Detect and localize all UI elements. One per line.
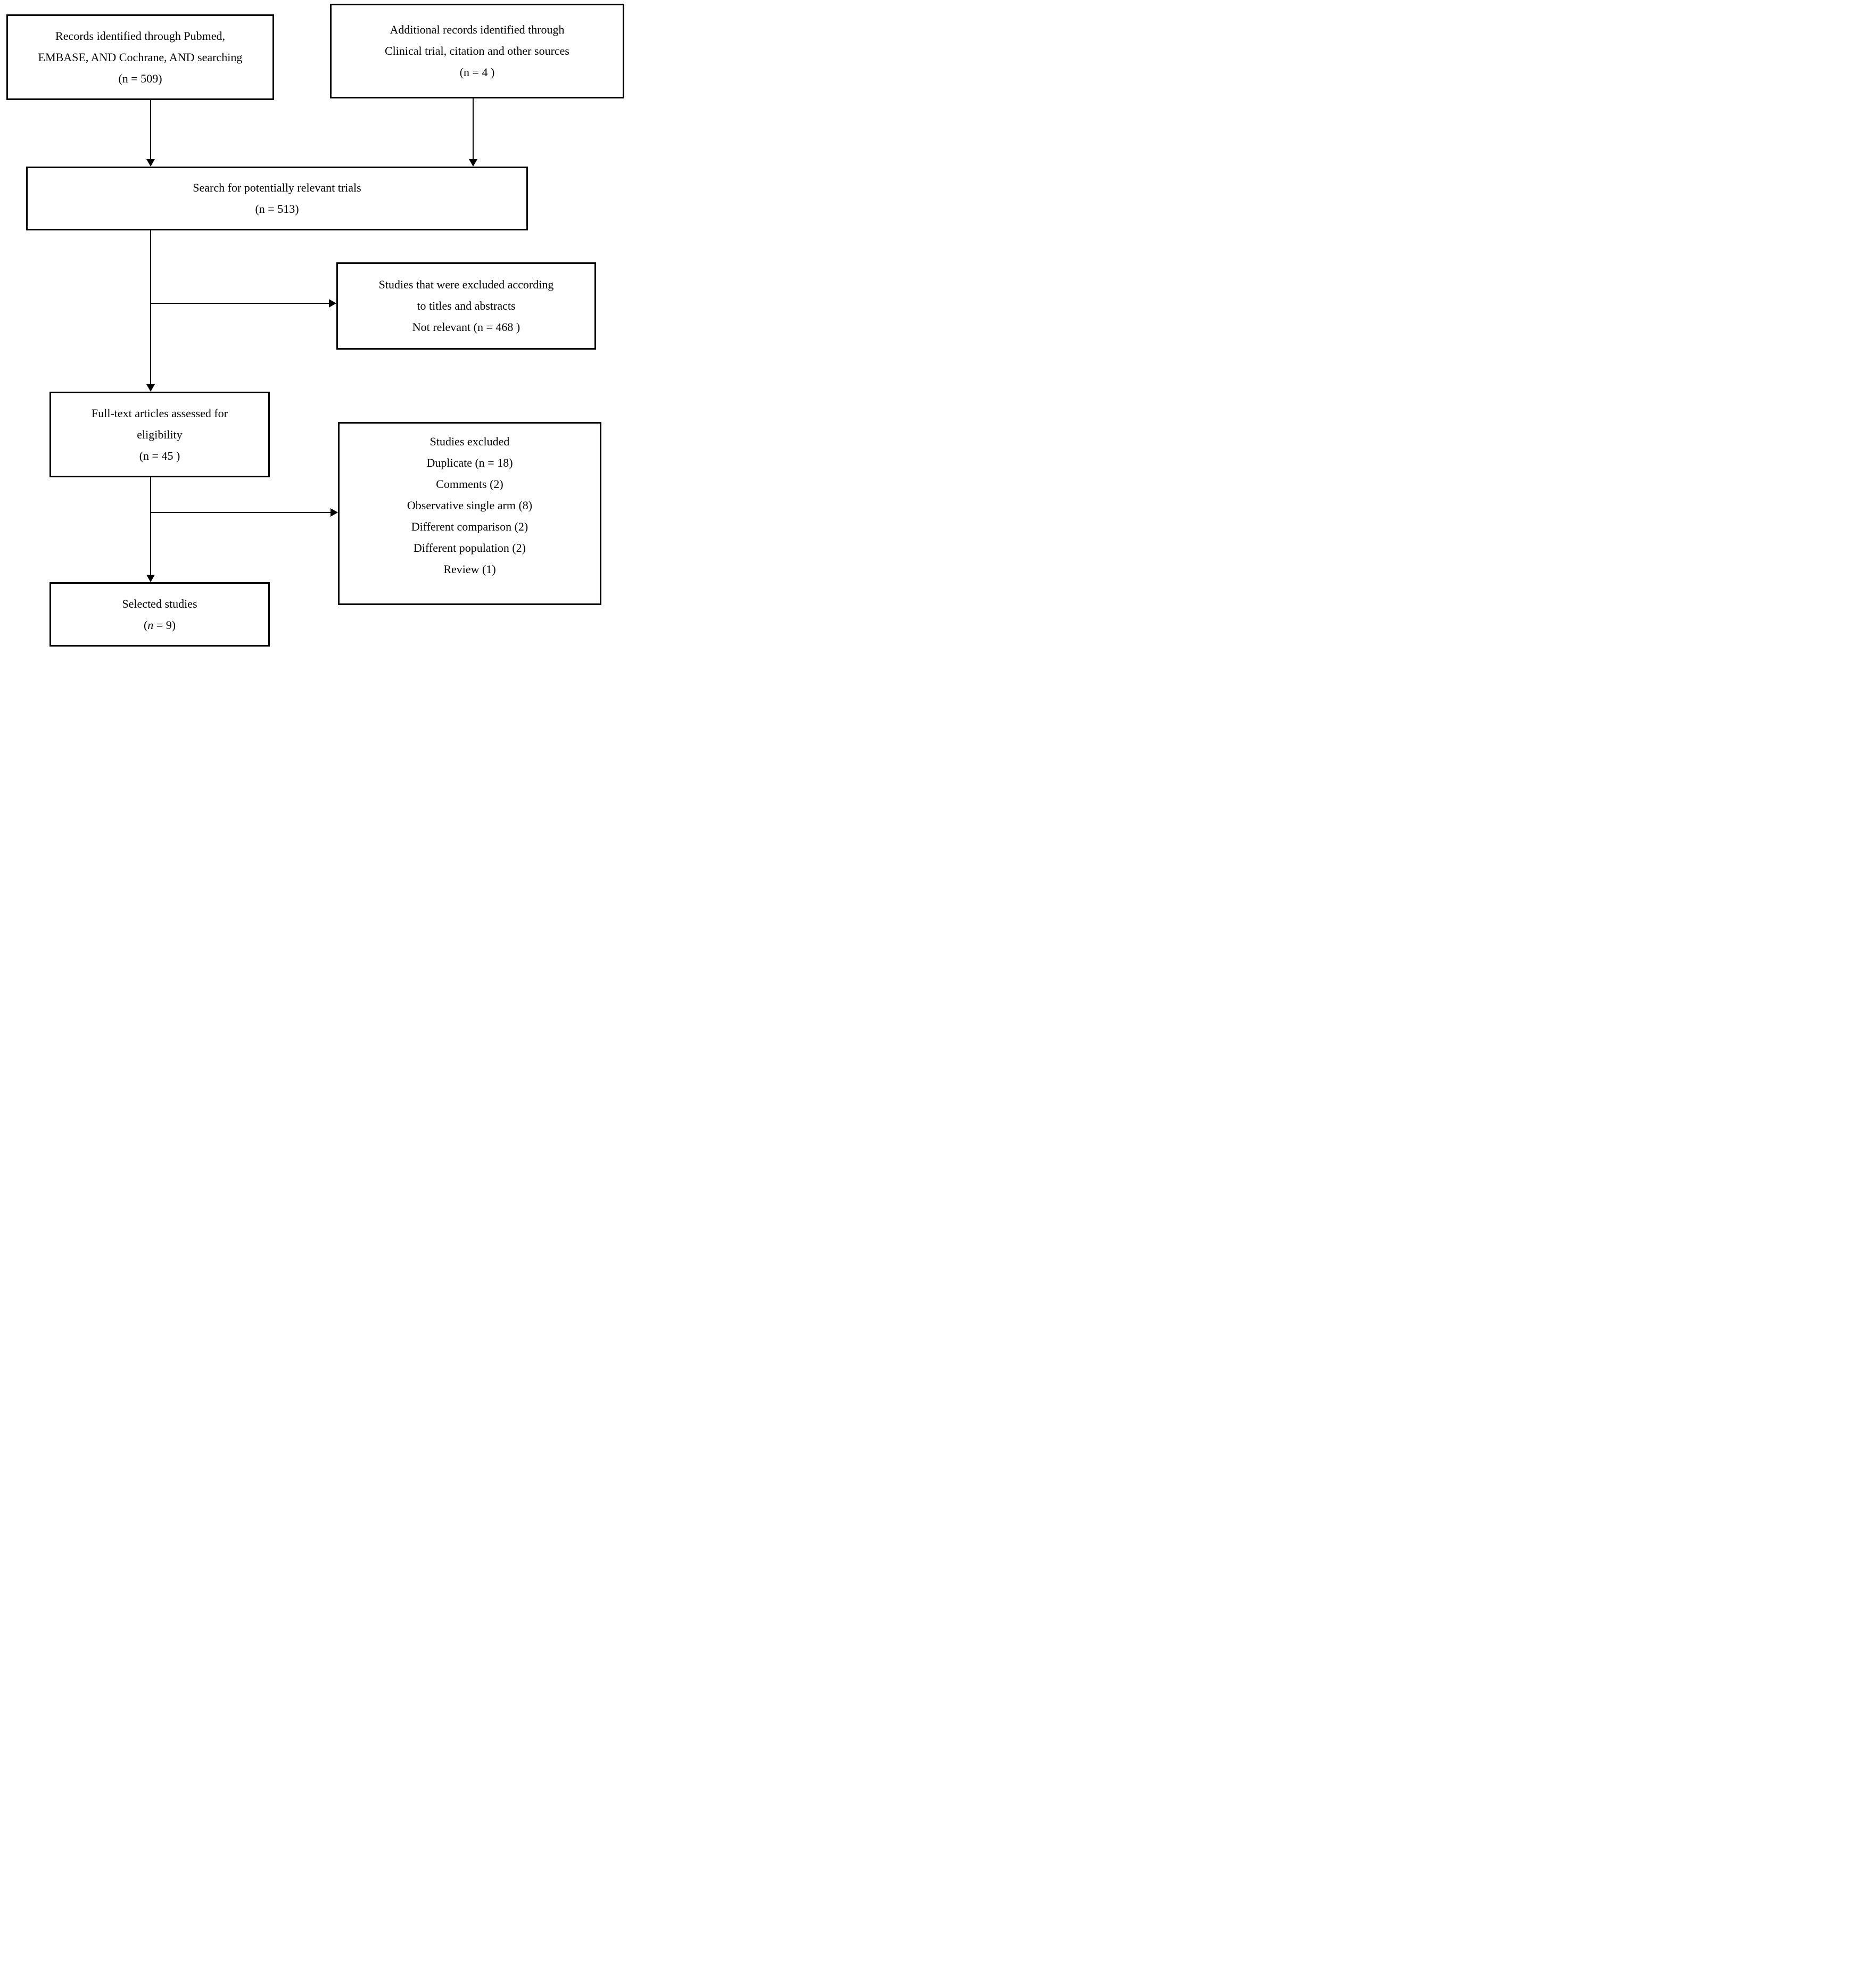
exclusion-reason-line: Observative single arm (8): [407, 499, 533, 512]
arrowhead-down-icon: [146, 159, 155, 167]
box-search-relevant-trials: Search for potentially relevant trials (…: [26, 167, 528, 230]
box-records-identified: Records identified through Pubmed, EMBAS…: [6, 14, 274, 100]
arrowhead-right-icon: [330, 508, 338, 517]
exclusion-reason-line: Comments (2): [436, 477, 503, 491]
box-text-line: Full-text articles assessed for: [92, 406, 228, 420]
exclusion-reason-line: Different population (2): [414, 541, 526, 554]
exclusion-reason-line: Review (1): [443, 562, 496, 576]
box-count-line: (n = 9): [144, 615, 176, 636]
prisma-flow-diagram: Records identified through Pubmed, EMBAS…: [0, 0, 625, 654]
arrowhead-right-icon: [329, 299, 336, 308]
box-fulltext-assessed: Full-text articles assessed for eligibil…: [49, 392, 270, 477]
connector-branch-excluded-titles: [151, 303, 330, 304]
box-excluded-titles-abstracts: Studies that were excluded according to …: [336, 262, 596, 350]
box-text-line: Clinical trial, citation and other sourc…: [384, 44, 569, 57]
box-additional-records: Additional records identified through Cl…: [330, 4, 624, 98]
arrowhead-down-icon: [146, 384, 155, 392]
italic-n: n: [147, 618, 154, 632]
box-text-line: eligibility: [137, 427, 183, 441]
connector-fulltext-to-selected: [150, 477, 151, 575]
box-count-line: (n = 513): [255, 202, 299, 216]
box-count-line: Not relevant (n = 468 ): [412, 320, 520, 334]
box-text-line: Selected studies: [122, 597, 197, 610]
box-text-line: EMBASE, AND Cochrane, AND searching: [38, 50, 243, 64]
box-selected-studies: Selected studies (n = 9): [49, 582, 270, 647]
box-count-line: (n = 45 ): [139, 449, 180, 462]
exclusion-reason-line: Duplicate (n = 18): [426, 456, 513, 469]
box-title-line: Studies excluded: [429, 435, 510, 448]
connector-additional-to-search: [473, 98, 474, 160]
box-studies-excluded: Studies excluded Duplicate (n = 18) Comm…: [338, 422, 601, 605]
box-count-line: (n = 509): [118, 71, 162, 85]
box-text-line: Additional records identified through: [390, 23, 565, 36]
box-text-line: Studies that were excluded according: [378, 278, 554, 291]
box-text-line: Search for potentially relevant trials: [193, 181, 361, 194]
exclusion-reason-line: Different comparison (2): [411, 520, 528, 533]
connector-records-to-search: [150, 100, 151, 160]
arrowhead-down-icon: [469, 159, 477, 167]
box-text-line: to titles and abstracts: [417, 299, 516, 312]
box-count-line: (n = 4 ): [459, 65, 495, 79]
box-text-line: Records identified through Pubmed,: [55, 29, 225, 43]
connector-branch-studies-excluded: [151, 512, 330, 513]
paren-open: (: [143, 618, 148, 632]
count-rest: = 9): [153, 618, 176, 632]
connector-search-to-fulltext: [150, 230, 151, 385]
arrowhead-down-icon: [146, 575, 155, 582]
